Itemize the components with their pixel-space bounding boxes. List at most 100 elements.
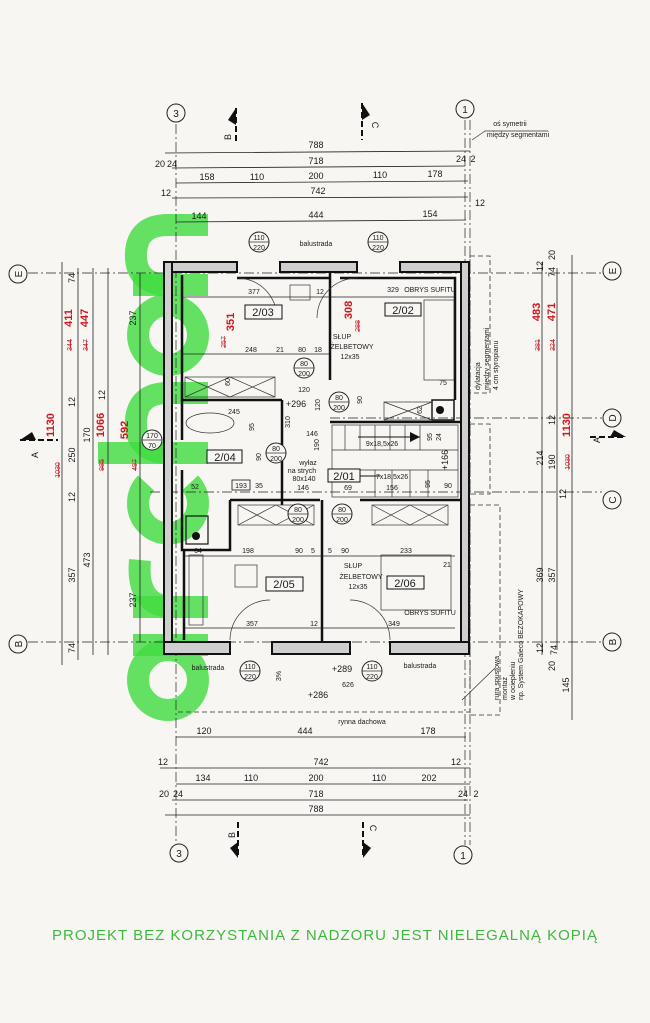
dimension-label: 21 xyxy=(443,562,451,569)
drawing-line xyxy=(602,490,622,510)
dimension-label: 198 xyxy=(242,548,254,555)
drawing-line xyxy=(327,468,361,483)
dimension-label: 35 xyxy=(255,483,263,490)
dimension-label: 110 xyxy=(250,172,264,182)
dimension-label: 288 xyxy=(355,320,362,332)
dimension-label: balustrada xyxy=(404,663,437,670)
drawing-line xyxy=(349,599,391,641)
drawing-line xyxy=(188,554,204,626)
room-label: 2/01 xyxy=(333,471,354,483)
red-note: 351 xyxy=(225,313,237,331)
dimension-label: 80 xyxy=(335,395,343,402)
dimension-label: SŁUP xyxy=(333,334,352,341)
watermark-logo-a-bowl xyxy=(127,639,209,721)
dimension-label: 5 xyxy=(311,548,315,555)
dimension-label: 12 xyxy=(535,261,545,271)
dimension-label: 12 xyxy=(475,198,485,208)
drawing-line xyxy=(279,261,358,273)
dimension-label: 70 xyxy=(148,443,156,450)
dimension-label: 4 cm styropianu xyxy=(493,340,500,390)
dimension-label: 3 xyxy=(173,109,179,120)
axis-marker-1-bottom: 1 xyxy=(453,845,473,865)
dimension-label: +286 xyxy=(308,690,328,700)
axis-marker-e-right: E xyxy=(602,261,622,281)
dimension-label: 158 xyxy=(199,172,214,182)
dimension-label: 9x18,5x26 xyxy=(366,441,398,448)
drawing-line xyxy=(340,276,457,400)
dimension-label: OBRYS SUFITU xyxy=(404,287,456,294)
dimension-label: między segmentami xyxy=(484,327,491,390)
drawing-line xyxy=(265,576,304,592)
dimension-label: 12 xyxy=(316,289,324,296)
dimension-label: 357 xyxy=(67,567,77,582)
dimension-label: A xyxy=(30,452,40,458)
dimension-label: balustrada xyxy=(192,665,225,672)
dimension-label: 245 xyxy=(228,409,240,416)
dimension-label: 1 xyxy=(462,105,468,116)
dimension-label: 324 xyxy=(550,339,557,351)
dimension-label: 444 xyxy=(308,210,323,220)
red-note: 592 xyxy=(119,421,131,439)
dimension-label: ŻELBETOWY xyxy=(339,572,382,581)
dimension-label: 156 xyxy=(386,485,398,492)
drawing-line xyxy=(163,261,173,655)
watermark-logo xyxy=(98,214,209,721)
red-note: 1130 xyxy=(561,413,573,437)
dimension-label: 62 xyxy=(417,406,424,414)
dimension-label: 200 xyxy=(308,773,323,783)
drawing-line xyxy=(228,108,236,125)
dimension-label: 3% xyxy=(276,671,283,681)
dimension-label: 95 xyxy=(425,480,432,488)
drawing-line xyxy=(610,430,626,437)
left-dimensions: 74 12 237 250 170 12 12 357 473 237 74 4… xyxy=(45,262,141,665)
dimension-label: 95 xyxy=(427,433,434,441)
drawing-line xyxy=(166,103,186,123)
walls xyxy=(163,261,470,655)
dimension-label: +166 xyxy=(440,450,450,470)
drawing-line xyxy=(234,564,258,588)
dimension-label: 74 xyxy=(549,645,559,655)
dimension-label: 788 xyxy=(308,804,323,814)
dimension-label: 310 xyxy=(285,416,292,428)
dimension-label: 80x140 xyxy=(293,476,316,483)
watermark-logo-n-arch xyxy=(124,214,208,296)
dimension-label: 3 xyxy=(176,849,182,860)
dimension-label: 134 xyxy=(195,773,210,783)
dimension-label: E xyxy=(14,270,25,277)
dimension-label: SŁUP xyxy=(344,563,363,570)
dimension-label: 193 xyxy=(235,483,247,490)
dimension-label: montaż xyxy=(502,677,509,700)
dimension-label: 718 xyxy=(308,156,323,166)
dimension-label: 200 xyxy=(333,405,345,412)
drawing-line xyxy=(20,432,36,440)
dimension-label: OBRYS SUFITU xyxy=(404,610,456,617)
dimension-label: 12 xyxy=(158,757,168,767)
dimension-label: 220 xyxy=(366,674,378,681)
dimension-label: 12 xyxy=(558,489,568,499)
room-label: 2/06 xyxy=(394,578,415,590)
dimension-label: 220 xyxy=(244,674,256,681)
drawing-line xyxy=(180,470,232,552)
dimension-label: 154 xyxy=(422,209,437,219)
axis-marker-c-right: C xyxy=(602,490,622,510)
drawing-line xyxy=(471,130,486,141)
dimension-label: E xyxy=(608,267,619,274)
dimension-label: 369 xyxy=(535,567,545,582)
drawing-line xyxy=(469,255,491,394)
dimension-label: dylatacja xyxy=(475,362,482,390)
drawing-line xyxy=(244,304,283,320)
dimension-label: 80 xyxy=(294,507,302,514)
dimension-label: 74 xyxy=(67,273,77,283)
dimension-label: 248 xyxy=(245,347,257,354)
dimension-label: rura spustowa xyxy=(494,656,501,700)
dimension-label: 718 xyxy=(308,789,323,799)
dimension-label: np. System Galeco BEZOKAPOWY xyxy=(518,589,525,700)
dimension-label: 214 xyxy=(535,450,545,465)
drawing-line xyxy=(229,599,271,641)
dimension-label: 24 xyxy=(436,433,443,441)
watermark-text: PROJEKT BEZ KORZYSTANIA Z NADZORU JEST N… xyxy=(52,927,598,944)
